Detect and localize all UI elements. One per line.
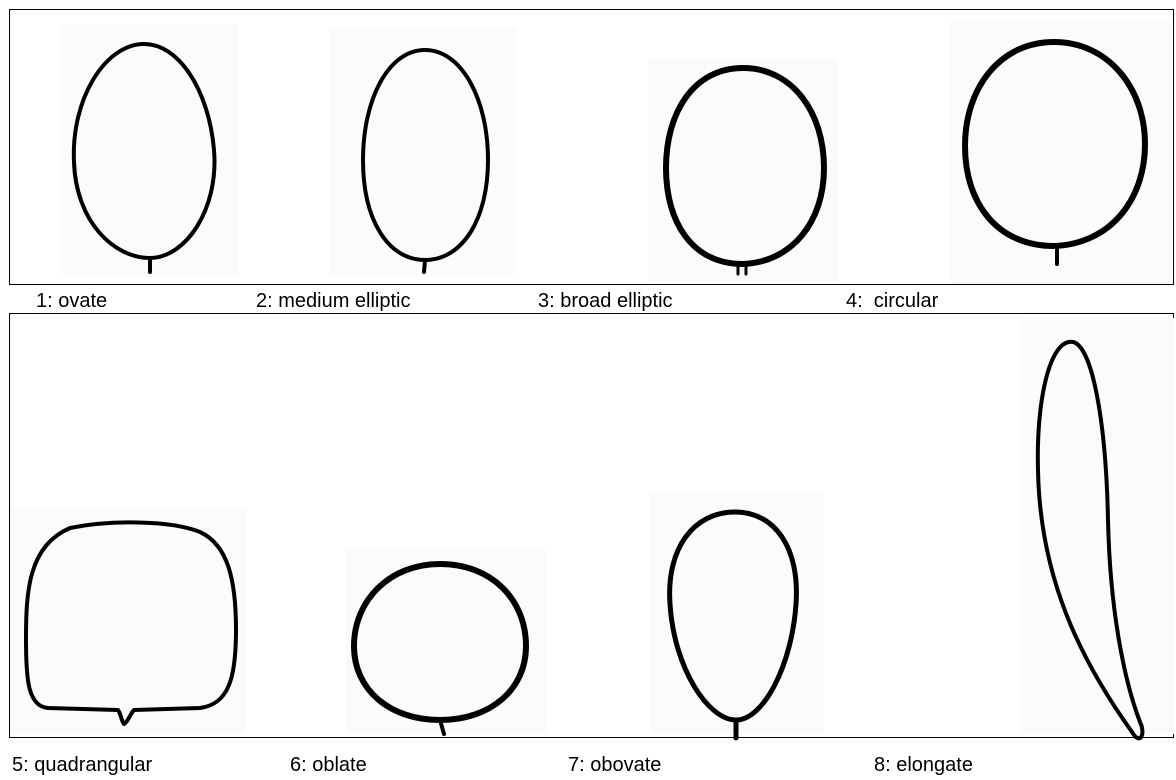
shape-circular	[962, 39, 1148, 266]
scan-background	[10, 508, 246, 734]
shape-label-broad-elliptic: 3: broad elliptic	[538, 290, 673, 312]
shape-label-ovate: 1: ovate	[36, 290, 108, 312]
shape-oblate	[351, 561, 529, 736]
shape-medium-elliptic	[361, 48, 490, 274]
shape-label-elongate: 8: elongate	[874, 754, 973, 776]
shape-label-oblate: 6: oblate	[290, 754, 367, 776]
shape-elongate	[1035, 339, 1145, 741]
scan-background	[648, 58, 838, 282]
shape-broad-elliptic	[663, 65, 827, 276]
shape-obovate	[667, 509, 799, 741]
shape-label-obovate: 7: obovate	[568, 754, 662, 776]
shape-quadrangular	[24, 520, 238, 726]
shape-label-circular: 4: circular	[846, 290, 939, 312]
shape-ovate	[71, 41, 217, 274]
shape-label-quadrangular: 5: quadrangular	[12, 754, 153, 776]
scan-background	[60, 24, 238, 274]
scan-background	[330, 28, 516, 274]
shape-label-medium-elliptic: 2: medium elliptic	[256, 290, 411, 312]
scan-background	[950, 22, 1172, 284]
